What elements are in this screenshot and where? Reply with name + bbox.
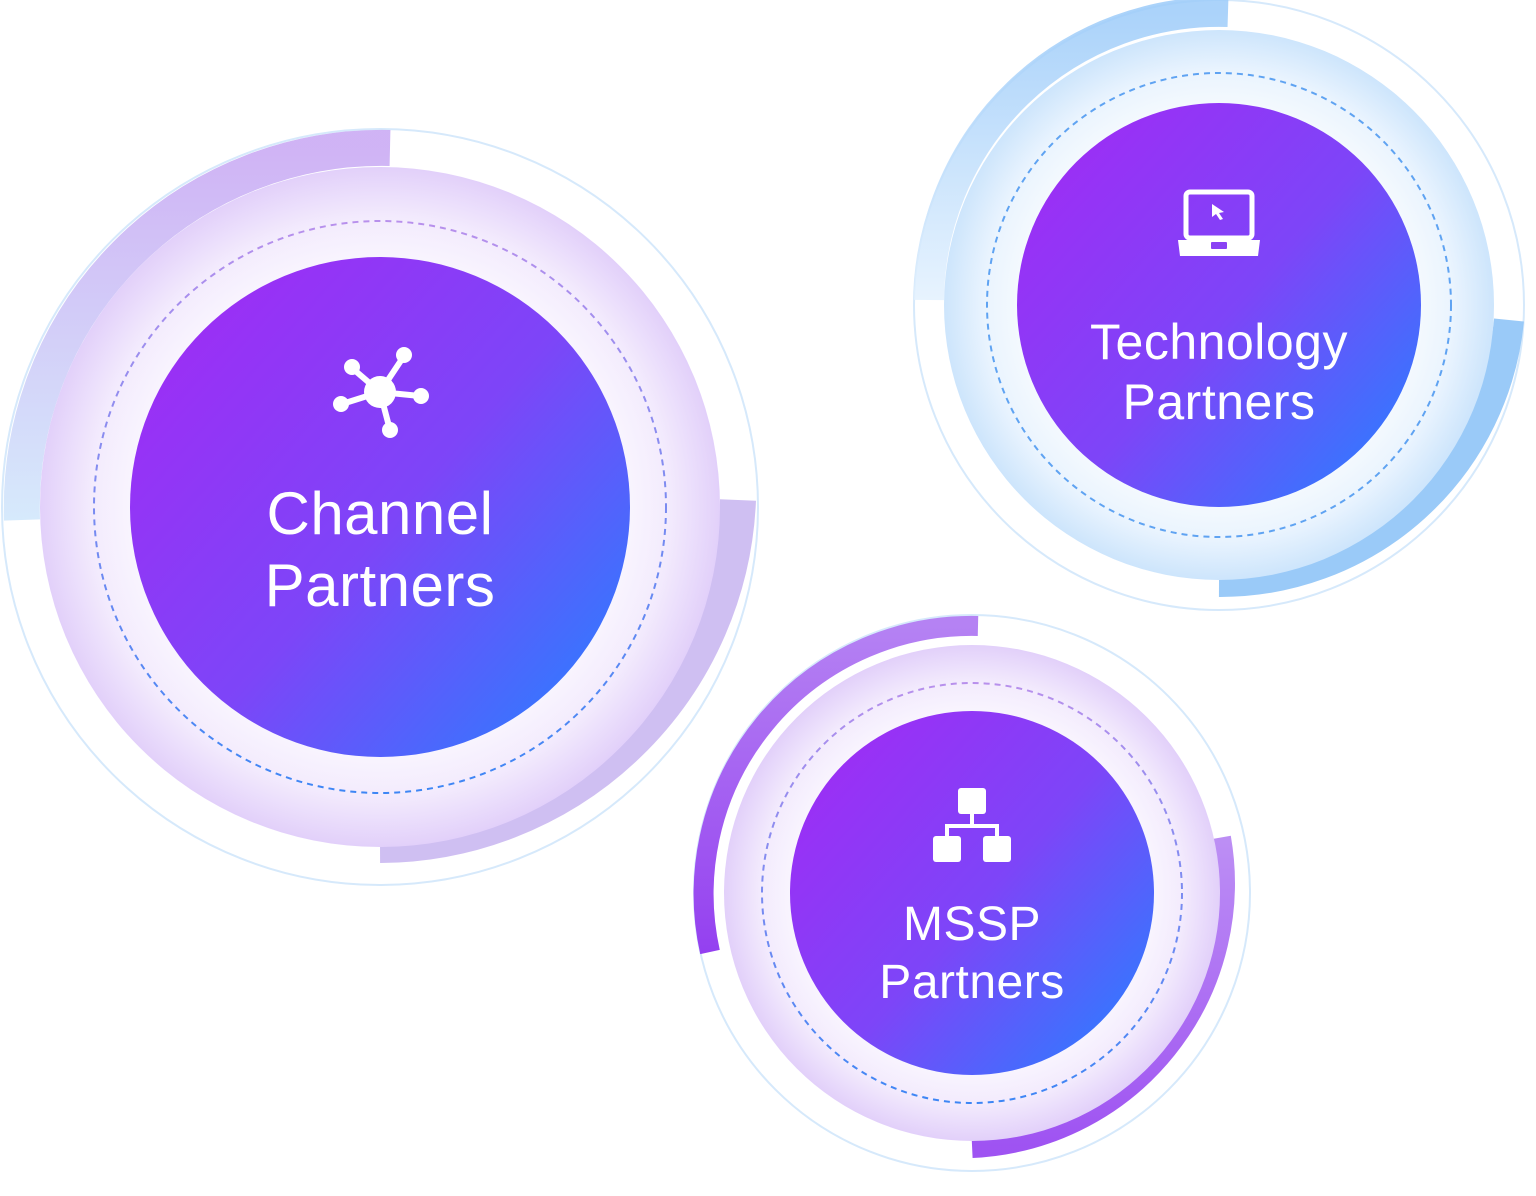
channel-outer-arc-left	[3, 129, 391, 521]
channel-outer-thin-ring	[1, 128, 759, 886]
mssp-outer-arc-left	[693, 615, 979, 955]
technology-outer-arc-top	[914, 0, 1229, 301]
mssp-core	[790, 711, 1154, 1075]
technology-partners-label: Technology Partners	[1018, 312, 1420, 432]
technology-outer-arc-bottom	[1218, 318, 1524, 598]
hierarchy-icon	[933, 788, 1011, 862]
channel-dashed-ring	[93, 220, 667, 794]
network-hub-icon	[333, 347, 429, 438]
mssp-partners-label: MSSP Partners	[790, 896, 1154, 1011]
laptop-cursor-icon	[1178, 189, 1260, 256]
channel-core	[130, 257, 630, 757]
technology-outer-thin-ring	[913, 0, 1525, 611]
technology-core	[1017, 103, 1421, 507]
mssp-partners-line2: Partners	[879, 955, 1065, 1009]
technology-partners-node	[913, 0, 1525, 611]
channel-partners-label: Channel Partners	[130, 478, 630, 622]
technology-partners-line2: Partners	[1122, 374, 1316, 430]
technology-dashed-ring	[986, 72, 1452, 538]
mssp-partners-node	[693, 614, 1251, 1172]
mssp-dashed-ring	[761, 682, 1183, 1104]
channel-partners-line2: Partners	[264, 552, 496, 619]
channel-partners-line1: Channel	[266, 480, 494, 547]
mssp-partners-line1: MSSP	[902, 898, 1042, 951]
technology-partners-line1: Technology	[1090, 314, 1348, 370]
channel-partners-node	[1, 128, 759, 886]
